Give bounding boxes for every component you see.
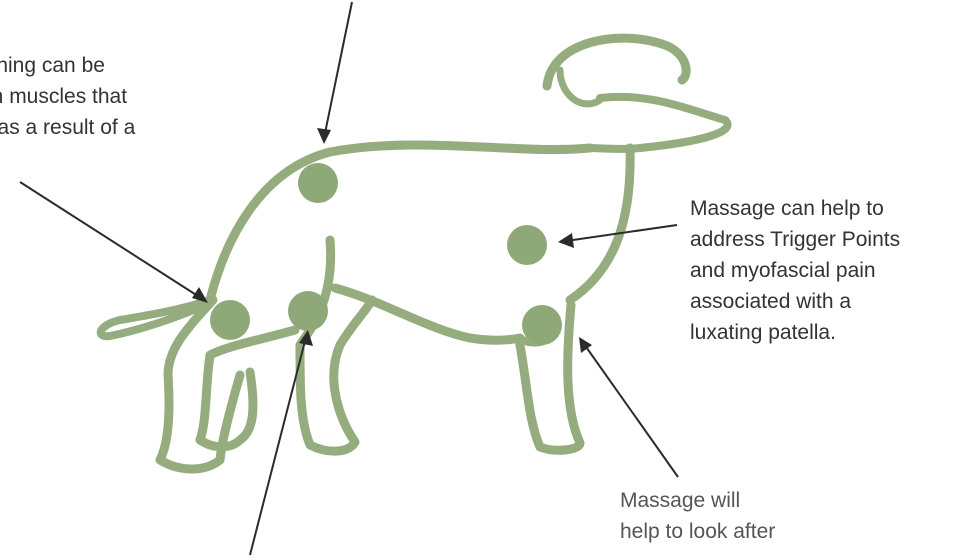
massage-point-back [298, 163, 338, 203]
arrow-from-bottom-note-head [579, 337, 592, 353]
massage-point-thigh [288, 291, 328, 331]
note-stretching-muscles: tching can be en muscles that d as a res… [0, 50, 135, 174]
dog-back-outline [210, 145, 590, 300]
dog-head-outline [547, 38, 686, 86]
note-trigger-points: Massage can help to address Trigger Poin… [690, 193, 900, 348]
dog-chest-outline [570, 148, 630, 300]
massage-point-hip [210, 300, 250, 340]
dog-outline [101, 38, 728, 469]
massage-point-shoulder [507, 225, 547, 265]
arrow-to-back [324, 2, 352, 138]
arrow-from-right-note-head [558, 233, 574, 248]
arrow-from-left-note [20, 182, 201, 298]
dog-back-leg-outline [200, 330, 295, 447]
dog-ear-outline [560, 70, 600, 104]
arrow-to-back-head [317, 128, 331, 144]
arrow-to-thigh [250, 337, 306, 555]
arrow-from-bottom-note [584, 344, 678, 477]
massage-point-knee [522, 305, 562, 345]
dog-hind-leg-outline [300, 240, 372, 451]
dog-muzzle-outline [590, 97, 728, 149]
note-look-after: Massage will help to look after [620, 485, 775, 547]
